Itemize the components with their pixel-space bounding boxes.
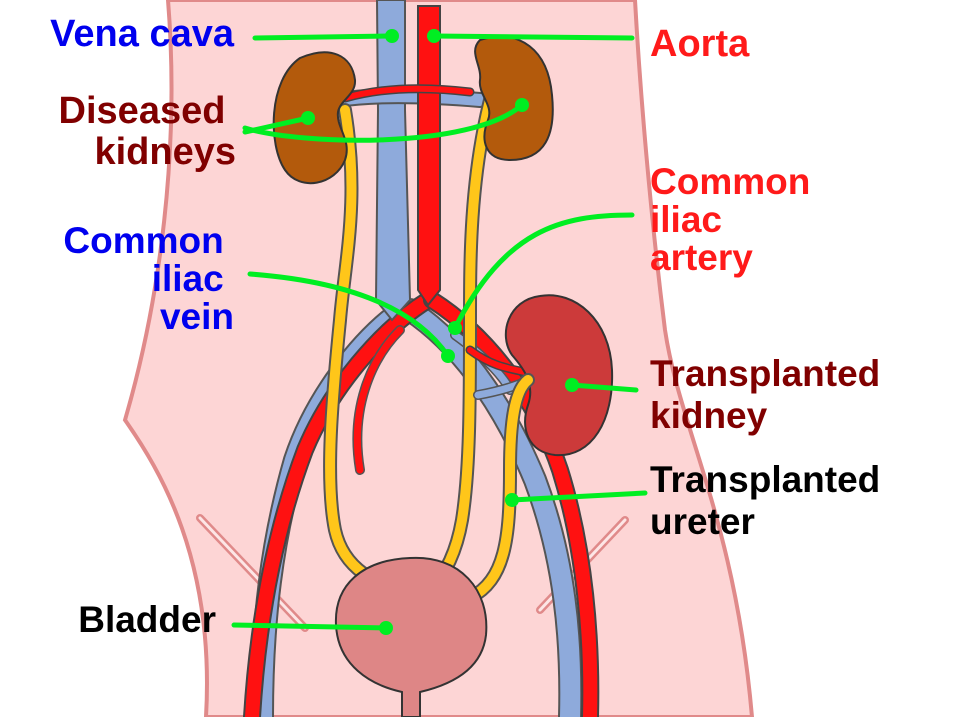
leader-dot-vena-cava (385, 29, 399, 43)
leader-transplanted-ureter (509, 490, 648, 503)
label-common-iliac-artery-line-3: artery (650, 237, 753, 278)
common-iliac-arteries (243, 291, 600, 717)
label-transplanted-kidney-line-1: Transplanted (650, 353, 880, 394)
leader-aorta (431, 33, 635, 41)
label-transplanted-ureter: Transplanted ureter (650, 459, 891, 542)
label-aorta: Aorta (650, 23, 750, 65)
leader-dot-bladder (379, 621, 393, 635)
transplanted-ureter (463, 373, 535, 605)
label-diseased-kidneys-line-2: kidneys (94, 131, 236, 173)
bladder (334, 556, 488, 717)
label-diseased-kidneys: Diseased kidneys (59, 90, 236, 173)
label-common-iliac-vein: Common iliac vein (63, 220, 234, 337)
leader-dot-diseased-left (301, 111, 315, 125)
leader-dot-transplanted-kidney (565, 378, 579, 392)
leader-diseased-right (242, 102, 525, 143)
leader-transplanted-kidney (569, 382, 639, 393)
label-common-iliac-artery-line-1: Common (650, 161, 810, 202)
label-bladder: Bladder (78, 599, 216, 640)
leader-bladder (231, 622, 389, 631)
label-transplanted-kidney-line-2: kidney (650, 395, 768, 436)
leader-iliac-artery (452, 212, 635, 331)
label-common-iliac-artery: Common iliac artery (650, 161, 821, 278)
leader-dot-iliac-vein (441, 349, 455, 363)
aorta (417, 5, 441, 307)
transplanted-kidney (504, 294, 614, 457)
label-common-iliac-vein-line-2: iliac (152, 258, 224, 299)
vena-cava (374, 0, 412, 322)
label-common-iliac-artery-line-2: iliac (650, 199, 722, 240)
label-common-iliac-vein-line-1: Common (63, 220, 223, 261)
leader-dot-transplanted-ureter (505, 493, 519, 507)
leader-dot-aorta (427, 29, 441, 43)
left-pelvic-line-inner (198, 516, 307, 630)
label-transplanted-ureter-line-2: ureter (650, 501, 755, 542)
right-diseased-kidney (474, 35, 554, 162)
leader-vena-cava (252, 33, 395, 41)
label-vena-cava: Vena cava (50, 13, 235, 55)
original-ureters (323, 93, 497, 597)
leader-iliac-vein (247, 271, 451, 359)
label-diseased-kidneys-line-1: Diseased (59, 90, 226, 132)
leader-lines (231, 29, 648, 635)
label-transplanted-kidney: Transplanted kidney (650, 353, 891, 436)
leader-dot-iliac-artery (448, 321, 462, 335)
label-common-iliac-vein-line-3: vein (160, 296, 234, 337)
leader-dot-diseased-right (515, 98, 529, 112)
renal-arteries (340, 84, 475, 103)
label-transplanted-ureter-line-1: Transplanted (650, 459, 880, 500)
